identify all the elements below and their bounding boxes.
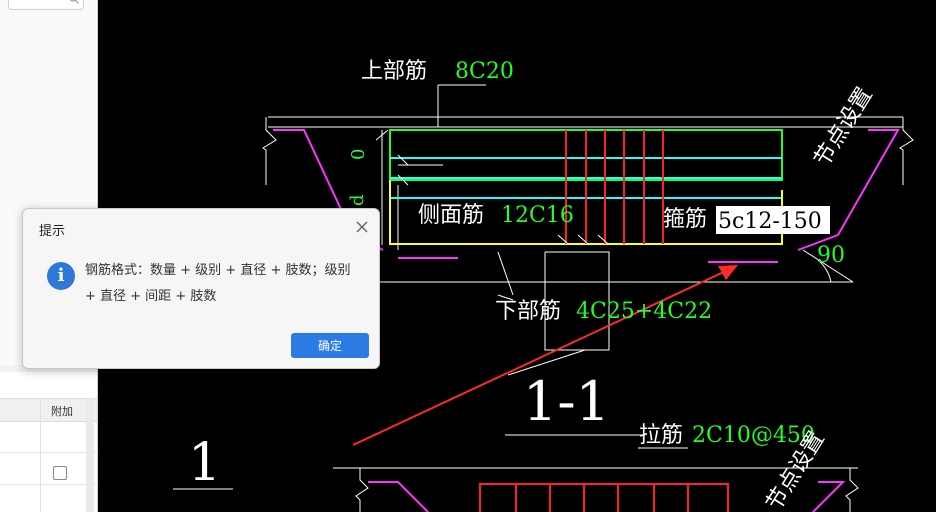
bottom-rebar-label: 下部筋	[495, 299, 561, 324]
property-table: 附加	[0, 372, 97, 512]
cad-canvas[interactable]: 上部筋 8C20 0 d 侧面筋 12C16 箍筋 5c12-150 90 下部…	[98, 0, 936, 512]
top-rebar-label: 上部筋	[361, 59, 427, 84]
table-row	[0, 452, 97, 453]
table-scrollbar[interactable]	[86, 398, 94, 512]
dimension-zero: 0	[348, 149, 369, 160]
side-rebar-label: 侧面筋	[418, 203, 484, 228]
dimension-d: d	[347, 194, 368, 206]
close-icon[interactable]	[355, 220, 369, 234]
table-row	[0, 484, 97, 485]
section-outline	[173, 84, 914, 490]
stirrup-lines	[565, 130, 664, 244]
tie-bar-value[interactable]: 2C10@450	[692, 423, 815, 448]
angle-value: 90	[817, 243, 845, 268]
section-title: 1-1	[523, 370, 610, 433]
section-number: 1	[188, 433, 221, 493]
bottom-rebar-value[interactable]: 4C25+4C22	[576, 299, 712, 324]
search-icon[interactable]	[69, 0, 79, 4]
dimension-lines	[375, 129, 609, 245]
stirrup-label: 箍筋	[663, 207, 707, 232]
table-header: 附加	[0, 398, 97, 422]
tip-dialog: 提示 i 钢筋格式：数量 + 级别 + 直径 + 肢数；级别 + 直径 + 间距…	[22, 208, 380, 369]
lower-stirrups	[479, 483, 729, 512]
tie-bar-label: 拉筋	[639, 423, 683, 448]
column-header-addition[interactable]: 附加	[51, 405, 73, 418]
info-icon: i	[47, 262, 75, 290]
addition-checkbox[interactable]	[53, 466, 67, 480]
search-input[interactable]	[8, 0, 84, 10]
top-rebar-value[interactable]: 8C20	[455, 59, 514, 84]
stirrup-input-box[interactable]	[716, 206, 830, 234]
dialog-title: 提示	[39, 224, 66, 239]
ok-button[interactable]: 确定	[291, 333, 369, 358]
dialog-message: 钢筋格式：数量 + 级别 + 直径 + 肢数；级别 + 直径 + 间距 + 肢数	[85, 263, 351, 304]
lower-section-outline	[333, 467, 859, 512]
red-arrow	[352, 265, 738, 446]
table-divider	[40, 398, 41, 512]
stirrup-value-input[interactable]: 5c12-150	[718, 209, 822, 234]
side-rebar-value[interactable]: 12C16	[501, 203, 574, 228]
